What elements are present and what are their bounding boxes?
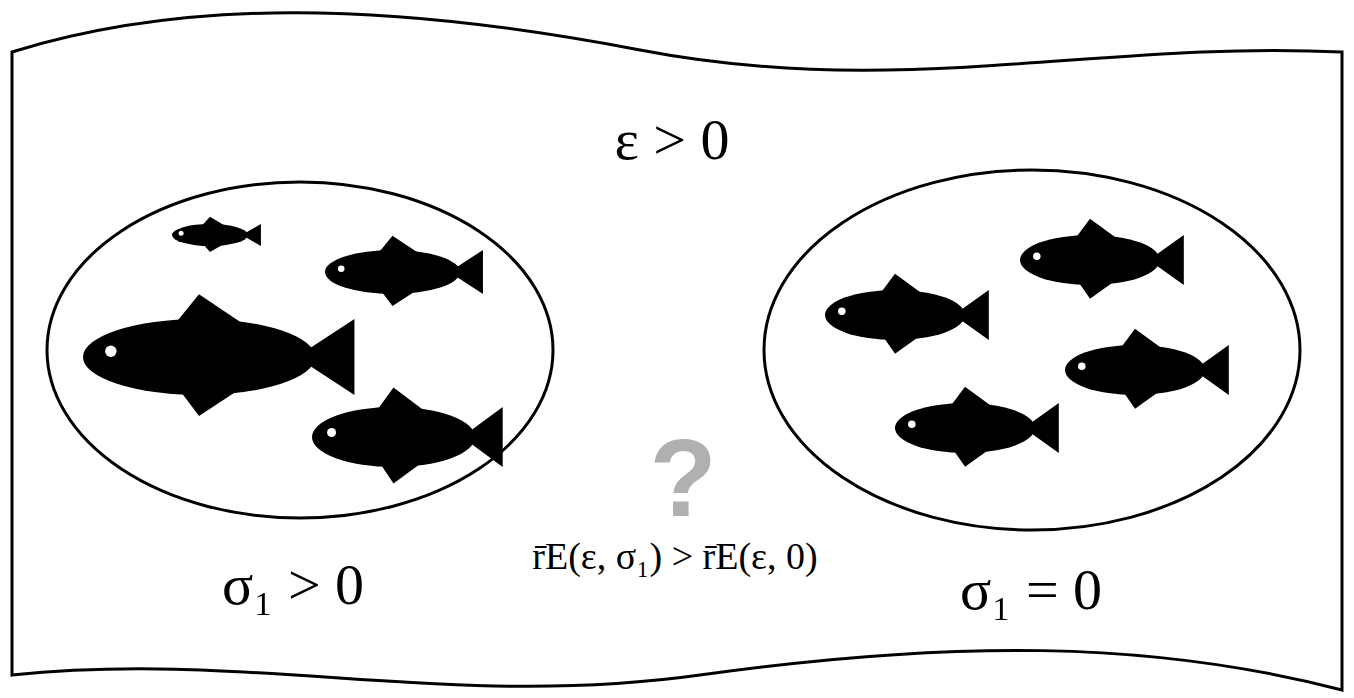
- fish-eye: [105, 346, 116, 357]
- fish-body: [895, 403, 1035, 453]
- ellipse-outline: [45, 180, 555, 520]
- fish-eye: [838, 308, 846, 316]
- fish-body: [325, 250, 460, 294]
- fish-body: [172, 224, 248, 246]
- fish-icon: [895, 387, 1059, 467]
- fish-icon: [1020, 219, 1184, 299]
- growth-inequality: r̄E(ε, σ₁) > r̄E(ε, 0): [532, 535, 817, 579]
- question-mark: ?: [649, 415, 716, 542]
- population-ellipse: σ₁ = 0: [762, 168, 1302, 532]
- fish-body: [1065, 345, 1205, 395]
- ellipse-outline: [762, 168, 1302, 532]
- fish-eye: [1078, 363, 1086, 371]
- ellipse-line: [764, 170, 1300, 530]
- fish-eye: [1033, 253, 1041, 261]
- population-label: σ₁ = 0: [960, 557, 1102, 624]
- fish-body: [1020, 235, 1160, 285]
- region-label: ε > 0: [614, 107, 729, 174]
- fish-eye: [338, 265, 345, 272]
- fish-icon: [325, 236, 483, 306]
- fish-icon: [172, 217, 261, 252]
- fish-body: [312, 407, 475, 467]
- fish-icon: [312, 388, 503, 484]
- fish-icon: [83, 294, 354, 416]
- ellipse-line: [47, 182, 553, 518]
- wavy-border-line: [12, 13, 1342, 690]
- fish-icon: [1065, 329, 1229, 409]
- water-region: ε > 0 σ₁ > 0 σ₁ = 0: [12, 8, 1342, 692]
- population-label: σ₁ > 0: [222, 552, 364, 619]
- fish-eye: [179, 231, 184, 236]
- fish-body: [83, 319, 315, 395]
- fish-icon: [825, 274, 989, 354]
- population-ellipse: σ₁ > 0: [45, 180, 555, 520]
- fish-eye: [327, 428, 336, 437]
- fish-eye: [908, 421, 916, 429]
- fish-body: [825, 290, 965, 340]
